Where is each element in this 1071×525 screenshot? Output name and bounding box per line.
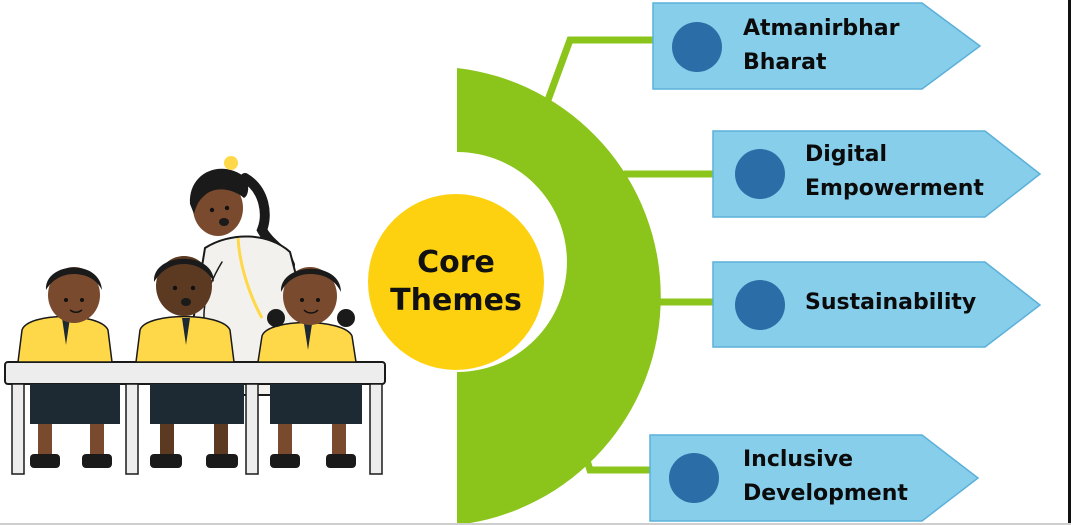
theme-boxes xyxy=(649,2,1042,522)
theme-dots xyxy=(669,22,785,503)
theme-dot-4 xyxy=(669,453,719,503)
connectors xyxy=(544,36,720,474)
theme-label-1-line2: Bharat xyxy=(743,50,827,75)
theme-label-1: Atmanirbhar Bharat xyxy=(743,12,899,80)
right-border xyxy=(1068,0,1071,525)
theme-dot-1 xyxy=(672,22,722,72)
bottom-border xyxy=(0,523,1071,525)
theme-label-4-line1: Inclusive xyxy=(743,447,853,472)
theme-dot-3 xyxy=(735,280,785,330)
theme-box-2 xyxy=(712,130,1042,218)
student-right xyxy=(257,267,362,468)
connector-1 xyxy=(544,36,659,104)
connector-4 xyxy=(566,401,659,474)
theme-label-2-line2: Empowerment xyxy=(805,176,984,201)
theme-box-1 xyxy=(652,2,982,90)
student-left xyxy=(17,267,120,468)
theme-label-3: Sustainability xyxy=(805,286,976,320)
theme-box-3 xyxy=(712,261,1042,348)
teacher-with-students-icon xyxy=(4,156,386,475)
theme-label-1-line1: Atmanirbhar xyxy=(743,16,900,41)
theme-dot-2 xyxy=(735,149,785,199)
theme-label-4: Inclusive Development xyxy=(743,443,908,511)
theme-label-3-line1: Sustainability xyxy=(805,290,977,315)
core-themes-circle: Core Themes xyxy=(368,194,544,370)
theme-label-4-line2: Development xyxy=(743,481,908,506)
theme-box-4 xyxy=(649,434,980,522)
green-arc xyxy=(457,68,661,525)
core-themes-line2: Themes xyxy=(390,283,522,318)
desks xyxy=(4,361,386,475)
student-middle xyxy=(135,256,244,468)
theme-label-2-line1: Digital xyxy=(805,142,887,167)
core-themes-line1: Core xyxy=(417,245,495,280)
theme-label-2: Digital Empowerment xyxy=(805,138,984,206)
